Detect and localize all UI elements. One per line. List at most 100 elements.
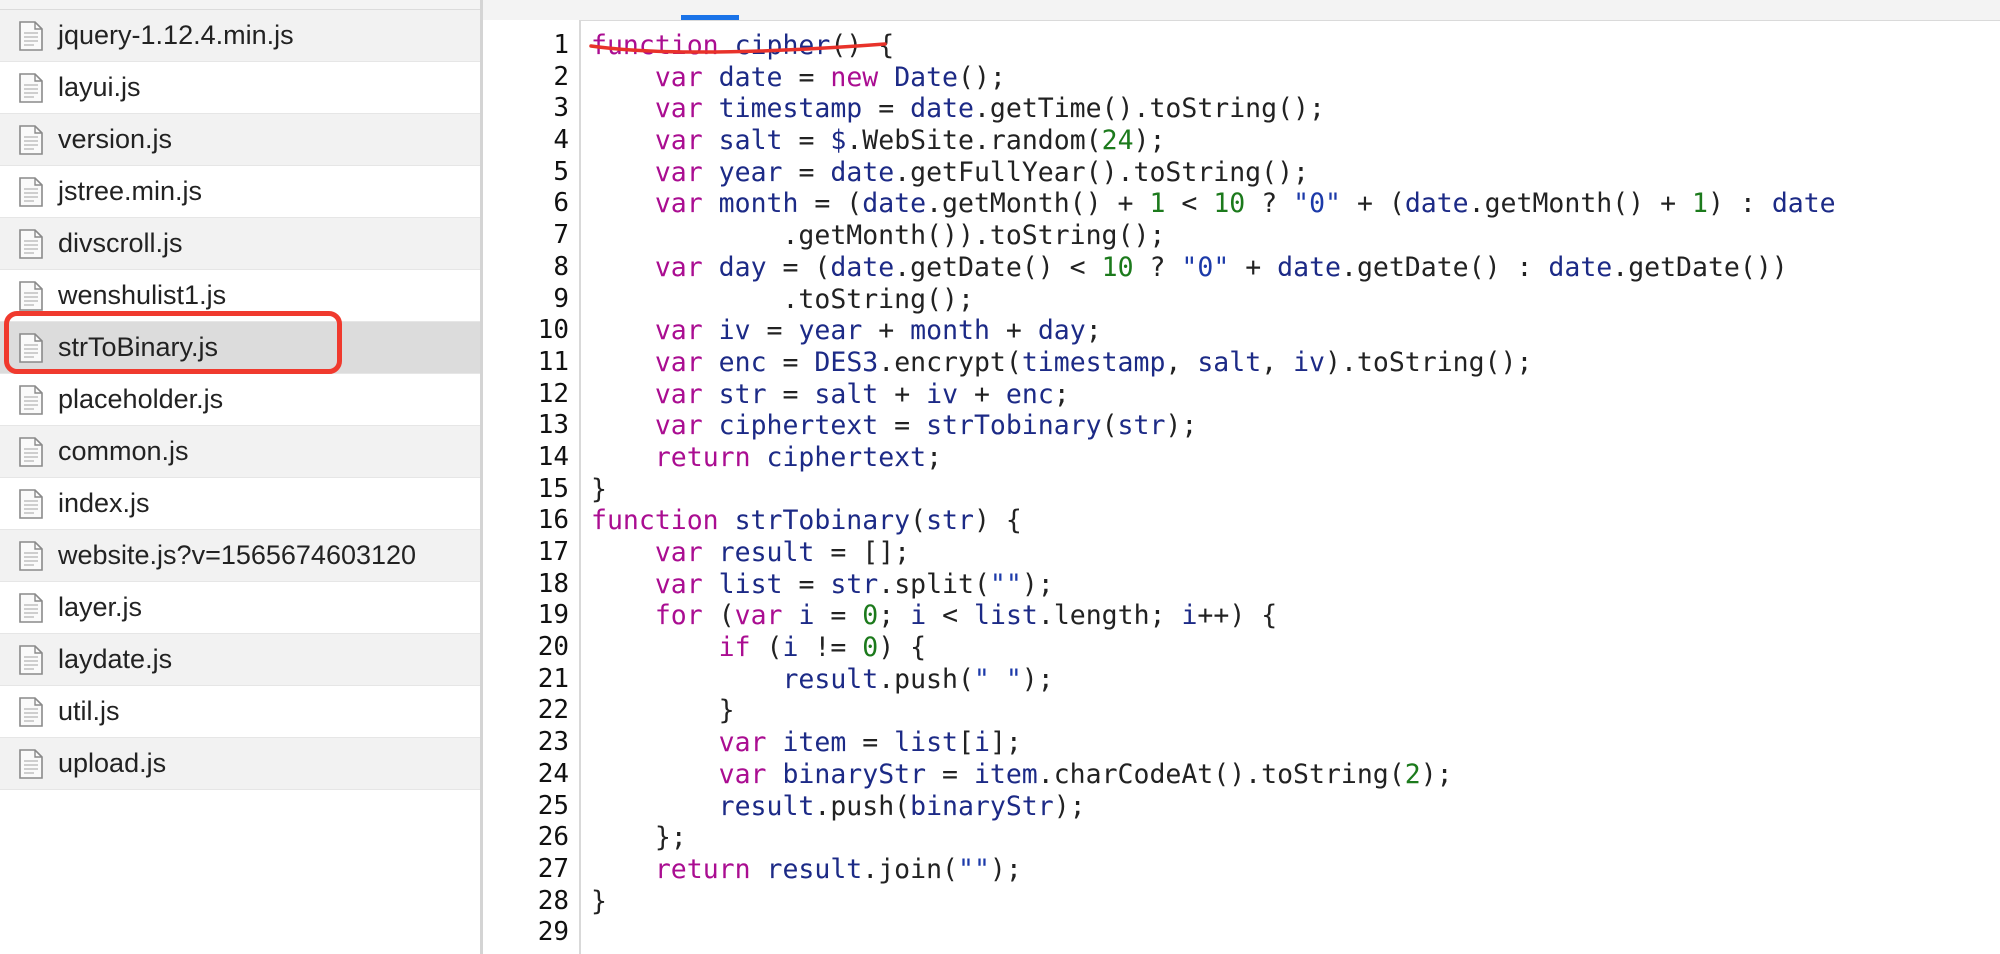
code-token	[591, 410, 655, 441]
code-token: .charCodeAt().toString(	[1037, 758, 1405, 790]
file-name: strToBinary.js	[58, 332, 219, 362]
code-token: ;	[878, 600, 911, 632]
code-token: 0	[862, 632, 879, 664]
code-token: .getFullYear().toString();	[894, 156, 1310, 188]
code-token: timestamp	[1021, 346, 1166, 378]
code-content[interactable]: function cipher() { var date = new Date(…	[591, 30, 1991, 949]
code-token: 10	[1213, 188, 1246, 220]
code-token: str	[1117, 410, 1166, 442]
line-number: 25	[537, 790, 569, 821]
code-token: }	[591, 695, 735, 727]
code-token	[591, 188, 655, 219]
file-item[interactable]: jstree.min.js	[0, 166, 480, 218]
file-item[interactable]: wenshulist1.js	[0, 270, 480, 322]
code-token: date	[830, 251, 895, 283]
file-item[interactable]: jquery-1.12.4.min.js	[0, 10, 480, 62]
file-item[interactable]: layui.js	[0, 62, 480, 114]
code-token: enc	[718, 346, 767, 378]
code-line: for (var i = 0; i < list.length; i++) {	[591, 600, 1991, 632]
code-token: );	[1165, 410, 1198, 442]
code-token: list	[718, 568, 783, 600]
line-number: 16	[537, 505, 569, 536]
code-line: result.push(" ");	[591, 664, 1991, 696]
code-token: );	[1420, 758, 1453, 790]
code-token: ,	[1165, 346, 1198, 378]
line-number: 11	[537, 346, 569, 377]
code-token: var	[654, 378, 719, 410]
code-token	[591, 569, 655, 600]
code-token: timestamp	[718, 93, 863, 125]
code-token: var	[734, 600, 799, 632]
code-token: 1	[1149, 188, 1166, 220]
code-token: iv	[926, 378, 959, 410]
code-token: ciphertext	[718, 410, 879, 442]
code-token: = (	[766, 251, 831, 283]
code-token: =	[878, 410, 927, 442]
code-token: DES3	[814, 346, 879, 378]
code-token: month	[910, 315, 990, 347]
code-token: =	[926, 758, 974, 790]
code-token: binaryStr	[910, 790, 1054, 822]
file-item[interactable]: version.js	[0, 114, 480, 166]
file-item[interactable]: common.js	[0, 426, 480, 478]
line-number: 4	[553, 125, 569, 156]
code-token	[591, 252, 655, 283]
code-token: ?	[1245, 188, 1294, 220]
code-token: str	[830, 568, 879, 600]
code-token	[591, 315, 655, 346]
line-number: 19	[537, 600, 569, 631]
code-token: if	[718, 632, 767, 664]
code-token: );	[1053, 790, 1086, 822]
file-item[interactable]: util.js	[0, 686, 480, 738]
code-token: i	[973, 727, 990, 759]
code-token: + (	[1340, 188, 1405, 220]
code-token: var	[654, 346, 719, 378]
file-item[interactable]: index.js	[0, 478, 480, 530]
file-name: common.js	[58, 436, 189, 466]
file-icon	[19, 176, 43, 207]
line-number: 27	[537, 853, 569, 884]
code-token	[591, 157, 655, 188]
code-token: var	[654, 568, 719, 600]
code-token: );	[1021, 663, 1054, 695]
file-item[interactable]: laydate.js	[0, 634, 480, 686]
code-token: .length;	[1037, 600, 1182, 632]
code-token: salt	[814, 378, 879, 410]
line-number: 29	[537, 917, 569, 948]
code-token: +	[989, 315, 1038, 347]
code-line: }	[591, 695, 1991, 727]
code-token: .getDate())	[1612, 251, 1788, 283]
code-line: .toString();	[591, 284, 1991, 316]
file-icon	[19, 72, 43, 103]
file-item[interactable]: upload.js	[0, 738, 480, 790]
code-token: =	[814, 600, 863, 632]
file-item[interactable]: placeholder.js	[0, 374, 480, 426]
code-token	[591, 791, 719, 822]
line-number: 2	[553, 61, 569, 92]
file-icon	[19, 20, 43, 51]
code-token: ) {	[973, 505, 1022, 537]
file-name: upload.js	[58, 748, 167, 778]
file-name: util.js	[58, 696, 120, 726]
file-name: wenshulist1.js	[58, 280, 227, 310]
line-number: 8	[553, 251, 569, 282]
code-token: date	[1548, 251, 1613, 283]
file-item[interactable]: layer.js	[0, 582, 480, 634]
file-item[interactable]: divscroll.js	[0, 218, 480, 270]
code-token	[591, 759, 719, 790]
code-line: var item = list[i];	[591, 727, 1991, 759]
code-token: }	[591, 885, 607, 917]
line-number: 15	[537, 473, 569, 504]
code-token: ++) {	[1197, 600, 1278, 632]
file-icon	[19, 748, 43, 779]
code-token	[591, 854, 655, 885]
active-tab-indicator[interactable]	[681, 15, 739, 20]
code-line: var ciphertext = strTobinary(str);	[591, 410, 1991, 442]
line-number: 21	[537, 663, 569, 694]
file-item[interactable]: website.js?v=1565674603120	[0, 530, 480, 582]
file-item[interactable]: strToBinary.js	[0, 322, 480, 374]
code-line: var list = str.split("");	[591, 569, 1991, 601]
code-token: $	[830, 125, 847, 157]
